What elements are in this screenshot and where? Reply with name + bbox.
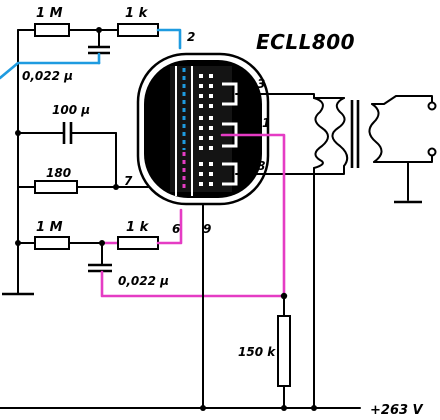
anode-8-wire <box>235 165 345 175</box>
junction-dot <box>113 184 119 190</box>
grid-wire-blue <box>156 28 182 50</box>
output-transformer <box>313 95 437 409</box>
r-cathode-label: 180 <box>46 166 71 180</box>
pin-7-label: 7 <box>124 174 133 188</box>
resistor-1k-bottom <box>117 236 159 250</box>
grid2-wire-pink <box>156 208 183 245</box>
r-bottom-right-label: 1 k <box>126 220 150 235</box>
pin-1-label: 1 <box>262 116 270 130</box>
junction-dot <box>281 405 287 411</box>
r-screen-label: 150 k <box>238 345 276 359</box>
c-top-label: 0,022 µ <box>22 69 73 83</box>
anode-3-wire <box>235 93 315 99</box>
pin-3-label: 3 <box>257 77 265 91</box>
screen-grid-wire-pink <box>220 133 286 298</box>
junction-dot <box>311 405 317 411</box>
pin-8-label: 8 <box>257 159 265 173</box>
resistor-150k <box>277 315 291 387</box>
r-top-left-label: 1 M <box>36 6 63 21</box>
r-bottom-left-label: 1 M <box>36 220 63 235</box>
pin-6-label: 6 <box>172 222 180 236</box>
pin-9-label: 9 <box>203 222 211 236</box>
resistor-1M-top <box>34 23 70 37</box>
ecll800-tube <box>136 52 270 206</box>
junction-dot <box>200 405 206 411</box>
screen-wire-pink <box>100 270 286 298</box>
resistor-1k-top <box>117 23 159 37</box>
resistor-1M-bottom <box>34 236 70 250</box>
tube-type-label: ECLL800 <box>256 30 355 54</box>
c-bottom-label: 0,022 µ <box>118 274 169 288</box>
c-cathode-label: 100 µ <box>52 103 90 117</box>
resistor-180 <box>34 180 78 194</box>
pin-2-label: 2 <box>187 30 195 44</box>
supply-voltage-label: +263 V <box>370 403 424 418</box>
input-signal-wire <box>0 61 101 80</box>
r-top-right-label: 1 k <box>125 6 149 21</box>
